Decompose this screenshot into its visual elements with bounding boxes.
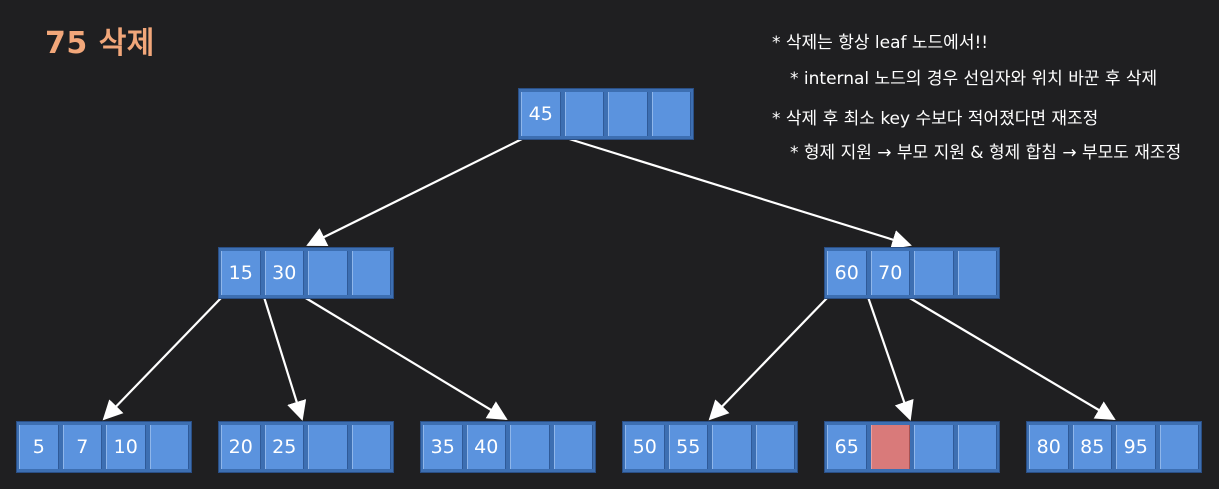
empty-key-slot [957,251,997,295]
key-cell: 65 [827,425,867,469]
key-cell: 30 [264,251,304,295]
key-cell: 50 [625,425,665,469]
edge-n15_30-to-l20_25 [262,296,307,421]
deleted-key-slot [870,425,910,469]
note-sibling-merge: * 형제 지원 → 부모 지원 & 형제 합침 → 부모도 재조정 [790,143,1182,163]
leaf-node-l65: 65 [824,421,1000,473]
empty-key-slot [351,425,391,469]
key-cell: 10 [106,425,146,469]
key-cell: 40 [466,425,506,469]
key-cell: 7 [62,425,102,469]
empty-key-slot [914,251,954,295]
key-cell: 45 [521,92,561,136]
empty-key-slot [608,92,648,136]
edge-n60_70-to-l80_85_95 [907,296,1116,421]
key-cell: 5 [19,425,59,469]
note-leaf-only: * 삭제는 항상 leaf 노드에서!! [772,33,989,53]
key-cell: 70 [870,251,910,295]
edge-root-to-n15_30 [306,137,525,246]
key-cell: 15 [221,251,261,295]
edge-root-to-n60_70 [565,136,912,250]
empty-key-slot [712,425,752,469]
empty-key-slot [351,251,391,295]
key-cell: 25 [264,425,304,469]
empty-key-slot [510,425,550,469]
key-cell: 20 [221,425,261,469]
empty-key-slot [564,92,604,136]
edge-n15_30-to-l5_7_10 [102,296,223,421]
root-node-root: 45 [518,88,694,140]
empty-key-slot [149,425,189,469]
note-rebalance: * 삭제 후 최소 key 수보다 적어졌다면 재조정 [772,109,1099,129]
key-cell: 55 [668,425,708,469]
empty-key-slot [914,425,954,469]
edge-n15_30-to-l35_40 [303,296,508,421]
key-cell: 85 [1072,425,1112,469]
note-internal-swap: * internal 노드의 경우 선임자와 위치 바꾼 후 삭제 [790,69,1158,89]
empty-key-slot [1159,425,1199,469]
key-cell: 35 [423,425,463,469]
key-cell: 60 [827,251,867,295]
empty-key-slot [308,251,348,295]
empty-key-slot [755,425,795,469]
empty-key-slot [957,425,997,469]
edge-n60_70-to-l65 [866,296,914,421]
empty-key-slot [553,425,593,469]
slide-title: 75 삭제 [45,26,155,61]
empty-key-slot [308,425,348,469]
empty-key-slot [651,92,691,136]
edge-n60_70-to-l50_55 [708,296,829,421]
key-cell: 80 [1029,425,1069,469]
key-cell: 95 [1116,425,1156,469]
